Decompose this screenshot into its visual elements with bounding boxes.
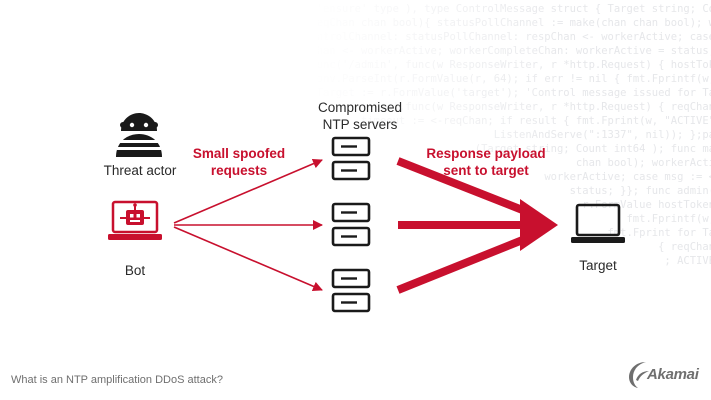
akamai-swoosh-icon [629, 362, 649, 388]
request-arrow-top [173, 158, 323, 224]
server-icon-middle [331, 202, 371, 247]
response-label-line2: sent to target [443, 163, 529, 178]
requests-label-line2: requests [210, 163, 268, 178]
target-laptop-icon [571, 203, 625, 243]
response-label-line1: Response payload [426, 146, 546, 161]
server-icon-top [331, 136, 371, 181]
servers-label: Compromised NTP servers [315, 99, 405, 133]
akamai-logo-text: Akamai [647, 366, 699, 383]
server-icon-bottom [331, 268, 371, 313]
response-arrows [396, 157, 558, 294]
servers-label-line2: NTP servers [322, 117, 398, 132]
target-label: Target [579, 258, 617, 273]
response-arrowhead [520, 199, 558, 251]
servers-label-line1: Compromised [317, 100, 403, 115]
bot-icon [108, 200, 162, 240]
threat-actor-label: Threat actor [103, 163, 177, 178]
response-arrow-bottom [396, 233, 532, 294]
bot-label: Bot [124, 263, 146, 278]
requests-label: Small spoofed requests [187, 145, 291, 179]
requests-label-line1: Small spoofed [192, 146, 286, 161]
request-arrow-bottom [173, 226, 323, 292]
response-arrow-top [396, 157, 532, 217]
threat-actor-icon [116, 113, 162, 157]
akamai-logo: Akamai [625, 357, 705, 391]
response-label: Response payload sent to target [421, 145, 551, 179]
caption: What is an NTP amplification DDoS attack… [11, 374, 223, 386]
request-arrows [173, 158, 323, 292]
